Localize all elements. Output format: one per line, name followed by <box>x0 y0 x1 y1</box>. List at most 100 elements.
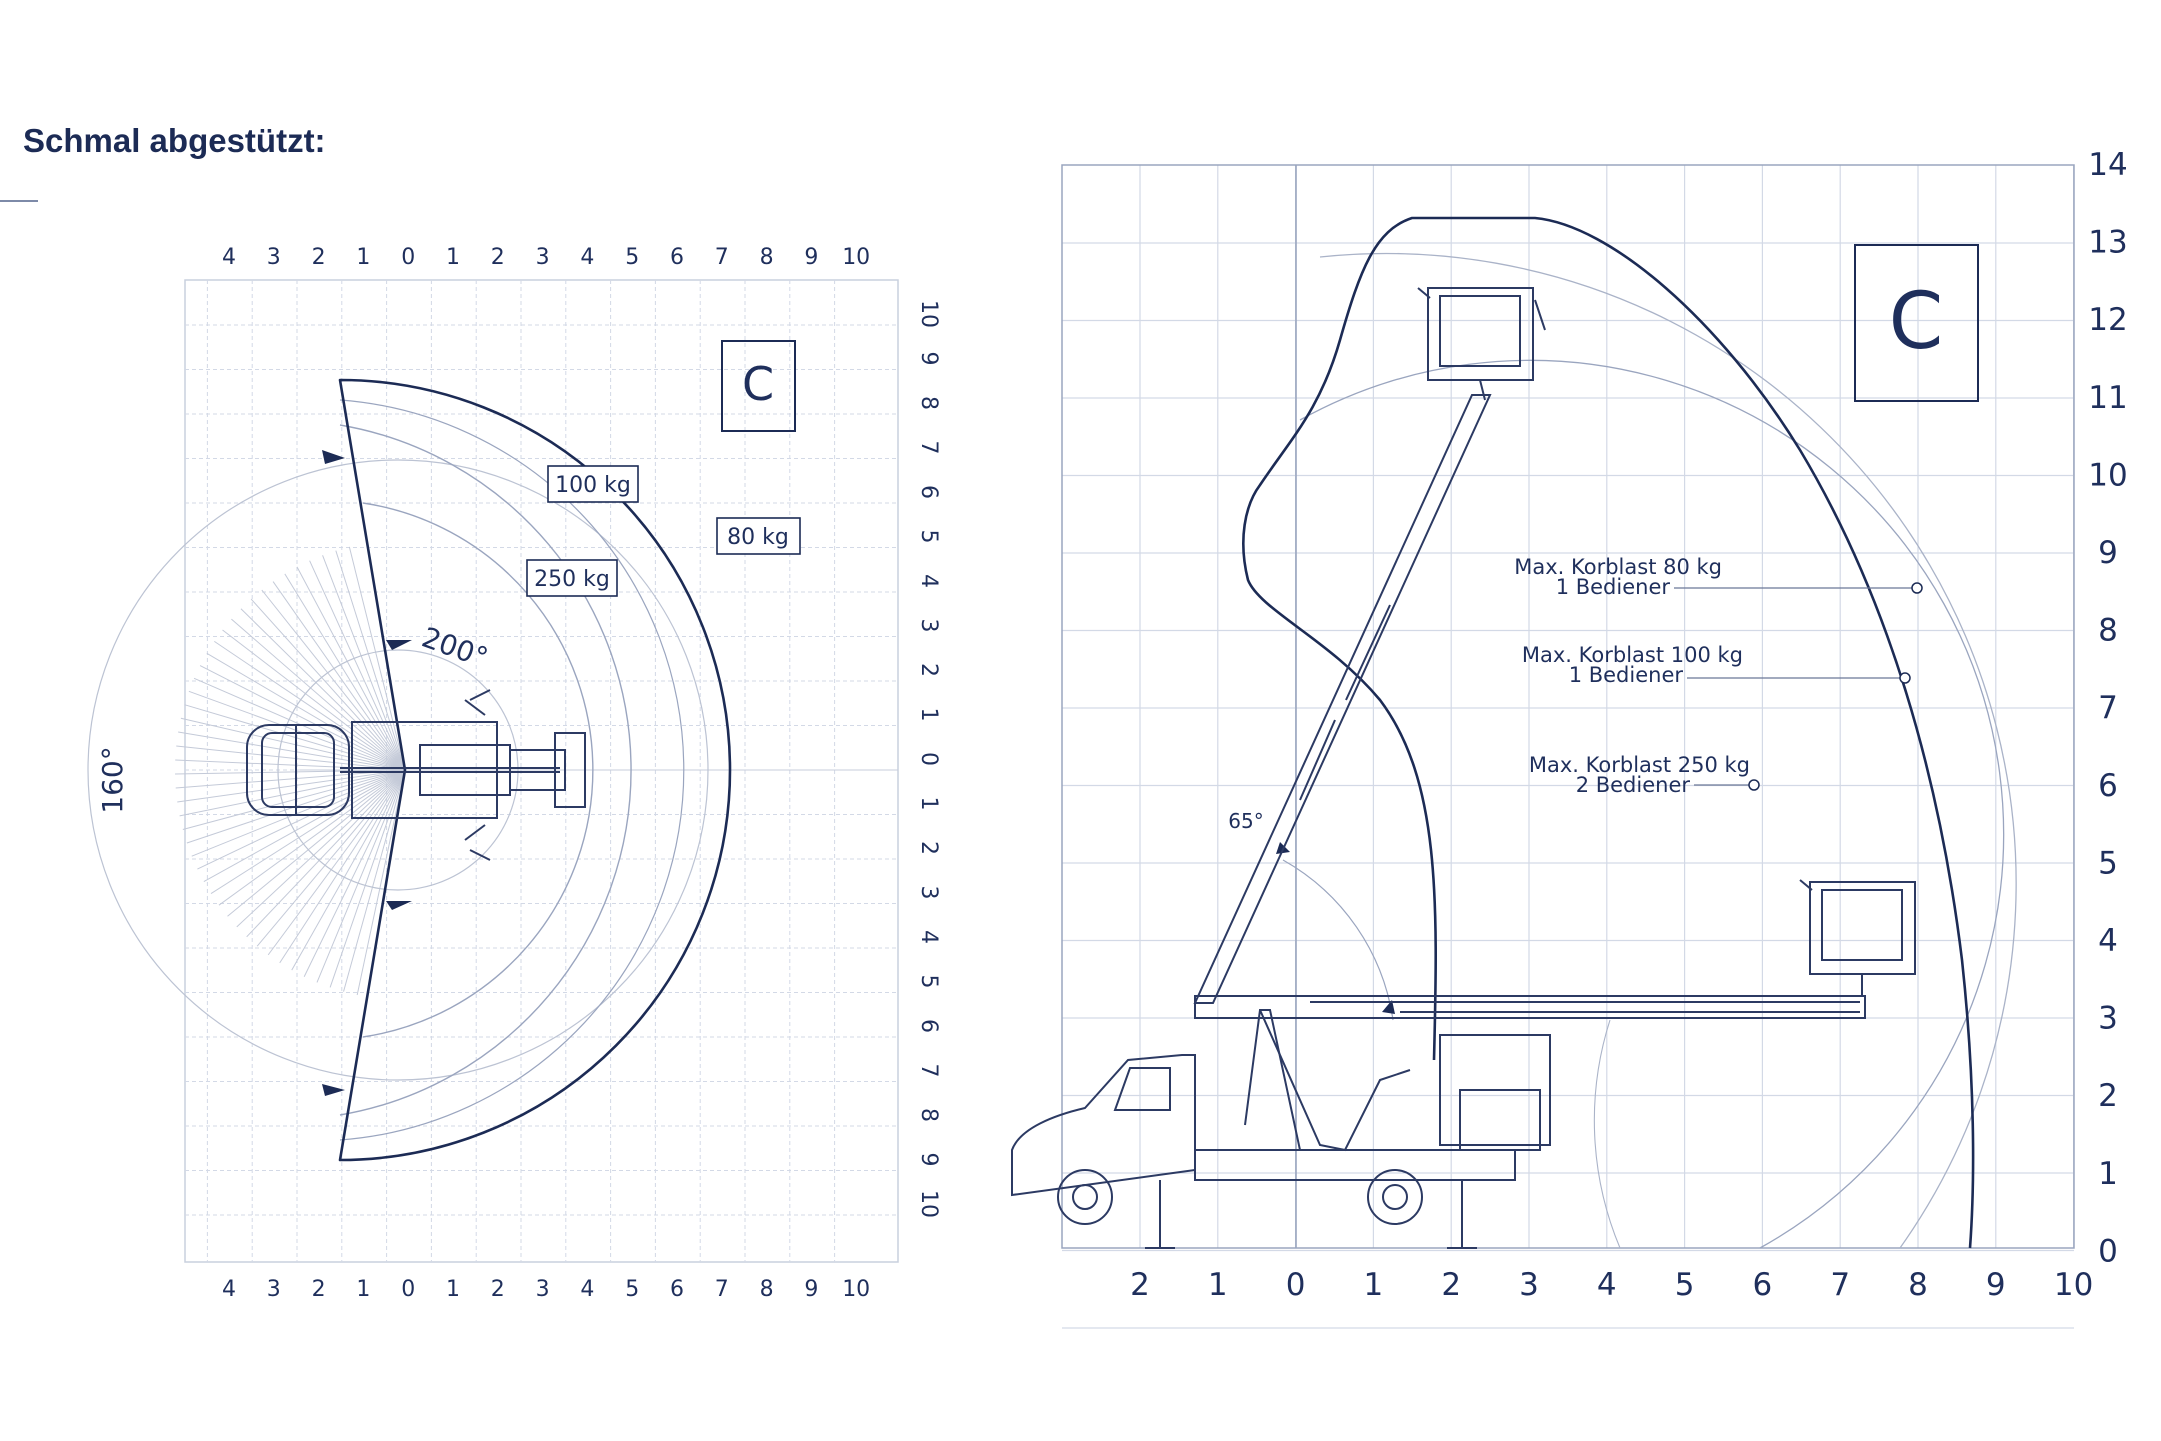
basket-top <box>1417 287 1546 401</box>
top-y-tick: 7 <box>916 441 941 455</box>
slew-arrow-2 <box>386 640 412 650</box>
top-view-frame <box>184 279 899 1263</box>
hatch-ray <box>309 560 406 771</box>
hatch-ray <box>184 704 406 771</box>
hatch-ray <box>191 769 406 857</box>
side-x-tick: 7 <box>1830 1267 1850 1303</box>
load-80kg-line1: Max. Korblast 80 kg <box>1514 555 1722 579</box>
angle-160: 160° <box>96 746 129 813</box>
side-lower-arc <box>1593 1019 1621 1249</box>
side-y-tick: 12 <box>2088 302 2127 338</box>
side-y-tick: 9 <box>2098 535 2118 571</box>
top-x-tick: 3 <box>267 245 281 270</box>
top-y-tick: 10 <box>916 1190 941 1218</box>
hatch-ray <box>178 731 406 771</box>
top-x-tick: 2 <box>312 245 326 270</box>
hatch-ray <box>240 608 406 771</box>
top-y-tick: 9 <box>916 1153 941 1167</box>
side-y-tick: 2 <box>2098 1078 2118 1114</box>
side-x-tick: 3 <box>1519 1267 1539 1303</box>
hatch-ray <box>236 769 406 928</box>
top-x-tick: 10 <box>842 1277 870 1302</box>
hatch-ray <box>218 769 406 906</box>
slew-arrow-4 <box>322 1084 345 1096</box>
side-x-tick: 2 <box>1441 1267 1461 1303</box>
side-y-tick: 7 <box>2098 690 2118 726</box>
side-y-tick: 14 <box>2088 147 2127 183</box>
top-x-tick: 2 <box>491 245 505 270</box>
side-y-tick: 11 <box>2088 380 2127 416</box>
top-x-tick: 3 <box>536 1277 550 1302</box>
hatch-ray <box>356 769 406 996</box>
hatch-ray <box>291 769 406 971</box>
truck-top-view <box>246 689 586 861</box>
hatch-ray <box>272 581 406 771</box>
hatch-ray <box>267 769 406 956</box>
angle-200: 200° <box>418 621 493 675</box>
hatch-ray <box>250 598 406 771</box>
hatch-ray <box>322 555 406 771</box>
page-title: Schmal abgestützt: <box>23 122 326 159</box>
side-angle-arrow-2 <box>1382 1000 1395 1014</box>
side-y-tick: 13 <box>2088 225 2127 261</box>
hatch-ray <box>177 769 406 803</box>
top-y-tick: 9 <box>916 352 941 366</box>
hatch-ray <box>214 640 406 771</box>
top-x-tick: 8 <box>760 245 774 270</box>
hatch-ray <box>329 769 406 988</box>
hatch-ray <box>210 769 406 895</box>
side-angle-label: 65° <box>1228 809 1263 833</box>
top-x-tick: 4 <box>580 245 594 270</box>
hatch-ray <box>316 769 406 983</box>
side-x-tick: 4 <box>1597 1267 1617 1303</box>
hatch-ray <box>227 769 406 917</box>
hatch-ray <box>176 745 406 771</box>
basket-side <box>1799 879 1916 996</box>
top-y-tick: 10 <box>916 300 941 328</box>
top-y-tick: 8 <box>916 396 941 410</box>
top-x-tick: 7 <box>715 245 729 270</box>
top-class-box <box>721 340 796 432</box>
side-x-tick: 9 <box>1986 1267 2006 1303</box>
top-x-tick: 2 <box>312 1277 326 1302</box>
top-x-tick: 1 <box>446 1277 460 1302</box>
side-view-frame <box>1061 164 2075 1249</box>
hatch-ray <box>261 589 406 771</box>
side-y-tick: 4 <box>2098 923 2118 959</box>
top-x-tick: 0 <box>401 245 415 270</box>
top-250kg-arc <box>362 502 594 1038</box>
top-x-tick: 0 <box>401 1277 415 1302</box>
top-100kg-arc <box>339 424 632 1116</box>
top-y-tick: 2 <box>916 663 941 677</box>
top-x-tick: 3 <box>536 245 550 270</box>
top-y-tick: 6 <box>916 485 941 499</box>
top-x-tick: 9 <box>804 245 818 270</box>
hatch-ray <box>335 550 406 771</box>
top-working-envelope <box>338 378 732 1162</box>
top-y-tick: 7 <box>916 1064 941 1078</box>
top-x-tick: 8 <box>760 1277 774 1302</box>
top-x-tick: 1 <box>356 1277 370 1302</box>
load-250kg-line2: 2 Bediener <box>1576 773 1691 797</box>
top-x-tick: 9 <box>804 1277 818 1302</box>
slew-arrow-3 <box>386 901 412 910</box>
hatch-ray <box>180 717 406 771</box>
top-y-tick: 0 <box>916 752 941 766</box>
hatch-ray <box>175 769 406 789</box>
top-faint-circle-outer <box>87 459 709 1081</box>
hatch-ray <box>279 769 406 964</box>
hatch-ray <box>206 652 406 771</box>
side-100kg-arc <box>1319 252 2017 1249</box>
top-y-tick: 6 <box>916 1019 941 1033</box>
top-x-tick: 6 <box>670 1277 684 1302</box>
load-250kg-line1: Max. Korblast 250 kg <box>1529 753 1750 777</box>
load-250kg-marker <box>1748 779 1760 791</box>
side-x-tick: 2 <box>1130 1267 1150 1303</box>
side-y-tick: 6 <box>2098 768 2118 804</box>
load-label-80kg: 80 kg <box>727 525 789 550</box>
top-x-tick: 4 <box>580 1277 594 1302</box>
